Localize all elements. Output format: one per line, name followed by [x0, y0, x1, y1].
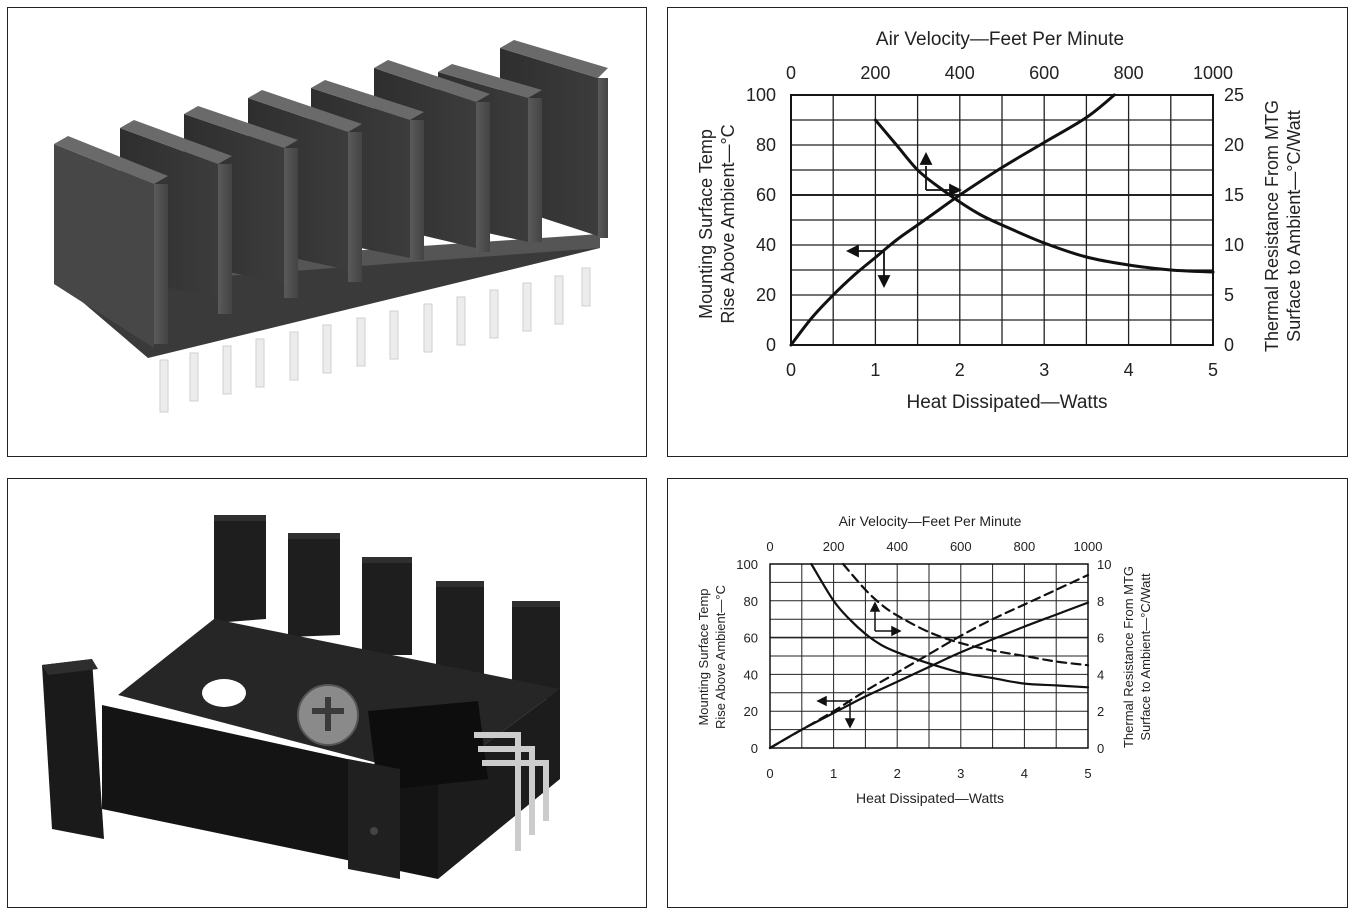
x-tick-label: 0 [766, 766, 773, 781]
right-tick-label: 10 [1224, 235, 1244, 255]
right-tick-label: 0 [1224, 335, 1234, 355]
top-tick-label: 600 [1029, 63, 1059, 83]
chart-1-direction-arrows [845, 151, 963, 289]
left-tick-label: 100 [736, 557, 758, 572]
top-tick-label: 800 [1014, 539, 1036, 554]
chart-1-top-axis-label: Air Velocity—Feet Per Minute [876, 29, 1124, 50]
chart-1-left-axis-label-2: Rise Above Ambient—°C [718, 124, 738, 323]
top-tick-label: 200 [823, 539, 845, 554]
chart-2-x-axis-label: Heat Dissipated—Watts [856, 790, 1004, 806]
left-tick-label: 20 [756, 285, 776, 305]
chart-2-left-axis-label-2: Rise Above Ambient—°C [713, 585, 728, 729]
plot-frame [769, 563, 1089, 749]
chart-1-right-axis-label-2: Surface to Ambient—°C/Watt [1284, 110, 1304, 342]
right-tick-label: 5 [1224, 285, 1234, 305]
x-tick-label: 2 [955, 360, 965, 380]
left-tick-label: 80 [756, 135, 776, 155]
chart-1: Air Velocity—Feet Per Minute Heat Dissip… [696, 29, 1304, 413]
right-tick-label: 0 [1097, 741, 1104, 756]
left-tick-label: 0 [766, 335, 776, 355]
chart-1-grid [790, 94, 1214, 346]
top-tick-label: 1000 [1193, 63, 1233, 83]
x-tick-label: 1 [830, 766, 837, 781]
left-tick-label: 60 [756, 185, 776, 205]
x-tick-label: 2 [894, 766, 901, 781]
chart-2-top-axis-label: Air Velocity—Feet Per Minute [839, 513, 1022, 529]
dip-heat-sink-illustration [54, 40, 608, 413]
chart-2-left-axis-label-1: Mounting Surface Temp [696, 588, 711, 725]
right-tick-label: 6 [1097, 631, 1104, 646]
right-tick-label: 8 [1097, 594, 1104, 609]
to220-heat-sink-illustration [42, 515, 560, 879]
chart-panel-1: Air Velocity—Feet Per Minute Heat Dissip… [667, 7, 1348, 457]
chart-2-right-axis-label-2: Surface to Ambient—°C/Watt [1138, 573, 1153, 741]
top-tick-label: 400 [886, 539, 908, 554]
chart-1-right-axis-label-1: Thermal Resistance From MTG [1262, 100, 1282, 352]
heat-sink-photo-panel-2 [7, 478, 647, 908]
right-tick-label: 10 [1097, 557, 1111, 572]
chart-2-direction-arrows [816, 601, 902, 729]
left-tick-label: 100 [746, 85, 776, 105]
right-tick-label: 20 [1224, 135, 1244, 155]
left-tick-label: 40 [756, 235, 776, 255]
x-tick-label: 0 [786, 360, 796, 380]
x-tick-label: 5 [1084, 766, 1091, 781]
series-line-thermal-resistance-solid [873, 118, 1215, 274]
right-tick-label: 2 [1097, 704, 1104, 719]
series-line-temperature-rise-dashed [768, 573, 1090, 750]
left-tick-label: 60 [744, 631, 758, 646]
top-tick-label: 400 [945, 63, 975, 83]
x-tick-label: 4 [1124, 360, 1134, 380]
series-line-thermal-resistance-solid [810, 562, 1090, 689]
left-tick-label: 0 [751, 741, 758, 756]
x-tick-label: 5 [1208, 360, 1218, 380]
chart-2-grid [769, 563, 1089, 749]
chart-panel-2: Air Velocity—Feet Per Minute Heat Dissip… [667, 478, 1348, 908]
right-tick-label: 4 [1097, 667, 1104, 682]
heat-sink-photo-panel-1 [7, 7, 647, 457]
x-tick-label: 4 [1021, 766, 1028, 781]
plot-frame [790, 94, 1214, 346]
left-tick-label: 40 [744, 667, 758, 682]
right-tick-label: 25 [1224, 85, 1244, 105]
right-tick-label: 15 [1224, 185, 1244, 205]
top-tick-label: 0 [786, 63, 796, 83]
chart-1-left-axis-label-1: Mounting Surface Temp [696, 129, 716, 319]
left-tick-label: 80 [744, 594, 758, 609]
top-tick-label: 800 [1114, 63, 1144, 83]
x-tick-label: 3 [1039, 360, 1049, 380]
x-tick-label: 1 [870, 360, 880, 380]
chart-2-right-axis-label-1: Thermal Resistance From MTG [1121, 566, 1136, 748]
top-tick-label: 0 [766, 539, 773, 554]
series-line-temperature-rise-solid [789, 93, 1116, 347]
top-tick-label: 1000 [1074, 539, 1103, 554]
chart-1-x-axis-label: Heat Dissipated—Watts [907, 392, 1108, 413]
top-tick-label: 600 [950, 539, 972, 554]
left-tick-label: 20 [744, 704, 758, 719]
top-tick-label: 200 [860, 63, 890, 83]
series-line-thermal-resistance-dashed [842, 562, 1090, 667]
x-tick-label: 3 [957, 766, 964, 781]
chart-2: Air Velocity—Feet Per Minute Heat Dissip… [696, 513, 1153, 806]
